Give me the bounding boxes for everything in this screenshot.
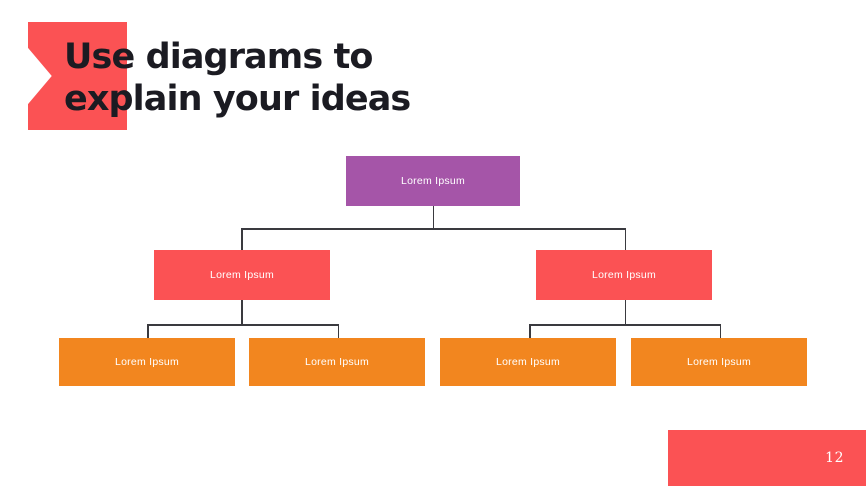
connector-root-stem (432, 206, 435, 229)
connector-leaf-3-drop (529, 325, 531, 338)
connector-branch-right-drop (624, 229, 627, 250)
connector-left-subtree-bus (147, 324, 339, 326)
node-leaf-1[interactable]: Lorem Ipsum (59, 338, 235, 386)
node-leaf-4-label: Lorem Ipsum (686, 356, 752, 368)
connector-branch-right-stem (624, 300, 627, 325)
connector-branch-left-drop (241, 229, 243, 250)
node-leaf-1-label: Lorem Ipsum (114, 356, 180, 368)
page-title-line-2: explain your ideas (64, 79, 411, 119)
connector-leaf-4-drop (719, 325, 722, 338)
node-leaf-4[interactable]: Lorem Ipsum (631, 338, 807, 386)
page-number: 12 (825, 450, 844, 466)
connector-level1-bus (241, 228, 626, 230)
node-leaf-3[interactable]: Lorem Ipsum (440, 338, 616, 386)
node-leaf-2-label: Lorem Ipsum (304, 356, 370, 368)
connector-branch-left-stem (241, 300, 243, 325)
connector-right-subtree-bus (529, 324, 721, 326)
node-branch-right-label: Lorem Ipsum (591, 269, 657, 281)
page-number-badge: 12 (668, 430, 866, 486)
page-title: Use diagrams to explain your ideas (64, 36, 624, 120)
node-branch-left-label: Lorem Ipsum (209, 269, 275, 281)
node-leaf-3-label: Lorem Ipsum (495, 356, 561, 368)
node-branch-left[interactable]: Lorem Ipsum (154, 250, 330, 300)
node-root[interactable]: Lorem Ipsum (346, 156, 520, 206)
node-branch-right[interactable]: Lorem Ipsum (536, 250, 712, 300)
connector-leaf-1-drop (147, 325, 149, 338)
node-root-label: Lorem Ipsum (400, 175, 466, 187)
page-title-line-1: Use diagrams to (64, 37, 373, 77)
node-leaf-2[interactable]: Lorem Ipsum (249, 338, 425, 386)
connector-leaf-2-drop (337, 325, 340, 338)
